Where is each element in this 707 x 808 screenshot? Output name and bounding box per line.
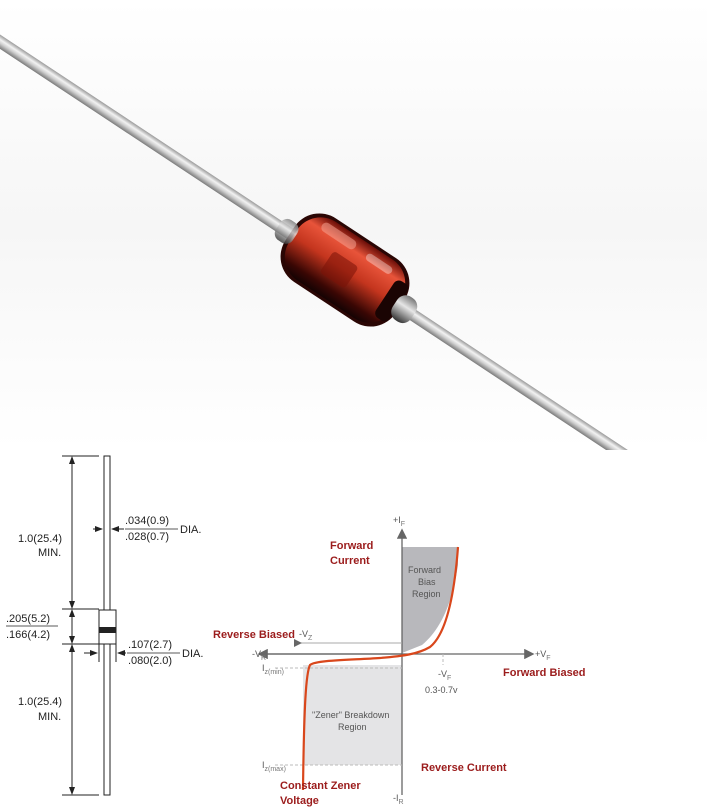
body-dia-max: .107(2.7) — [128, 639, 172, 651]
body-dia-unit: DIA. — [182, 648, 203, 660]
zener-region-line-1: "Zener" Breakdown — [312, 710, 389, 720]
lead-length-bottom: 1.0(25.4) — [18, 696, 62, 708]
lead-dia-max: .034(0.9) — [125, 515, 169, 527]
lead-dia-unit: DIA. — [180, 524, 201, 536]
body-dia-min: .080(2.0) — [128, 655, 172, 667]
forward-bias-region-line-2: Bias — [418, 577, 436, 587]
lead-length-bottom-note: MIN. — [38, 711, 61, 723]
minus-vr-label: -VR — [252, 649, 266, 662]
reverse-current-label: Reverse Current — [421, 762, 507, 774]
forward-current-line-1: Forward — [330, 540, 373, 552]
lead-length-top-note: MIN. — [38, 547, 61, 559]
forward-bias-region-line-3: Region — [412, 589, 441, 599]
cathode-band-mark — [99, 627, 116, 633]
iz-max-label: Iz(max) — [262, 760, 286, 773]
forward-bias-region-line-1: Forward — [408, 565, 441, 575]
zener-iv-curve: +IF -IR +VF -VR -VZ -VF 0.3-0.7v Iz(min)… — [213, 515, 586, 807]
dimension-drawing: 1.0(25.4) MIN. .034(0.9) .028(0.7) DIA. … — [6, 455, 203, 796]
cathode-band — [375, 280, 409, 322]
zener-diode-photo — [0, 0, 707, 450]
lead-length-top: 1.0(25.4) — [18, 533, 62, 545]
iv-characteristic-line — [301, 546, 460, 791]
minus-vz-label: -VZ — [299, 629, 313, 642]
zener-region-line-2: Region — [338, 722, 367, 732]
lead-cap — [391, 295, 418, 324]
body-length-min: .166(4.2) — [6, 629, 50, 641]
constant-zener-line-1: Constant Zener — [280, 780, 361, 792]
constant-zener-line-2: Voltage — [280, 795, 319, 807]
reverse-biased-label: Reverse Biased — [213, 629, 295, 641]
vf-range: 0.3-0.7v — [425, 685, 458, 695]
body-length-max: .205(5.2) — [6, 613, 50, 625]
zener-breakdown-region — [303, 665, 402, 765]
vf-label: -VF — [438, 669, 451, 682]
plus-vf-label: +VF — [535, 649, 551, 662]
forward-current-line-2: Current — [330, 555, 370, 567]
plus-if-label: +IF — [393, 515, 405, 528]
lead-dia-min: .028(0.7) — [125, 531, 169, 543]
iz-min-label: Iz(min) — [262, 663, 284, 676]
forward-biased-label: Forward Biased — [503, 667, 586, 679]
forward-bias-region — [402, 547, 458, 653]
minus-ir-label: -IR — [393, 793, 404, 806]
